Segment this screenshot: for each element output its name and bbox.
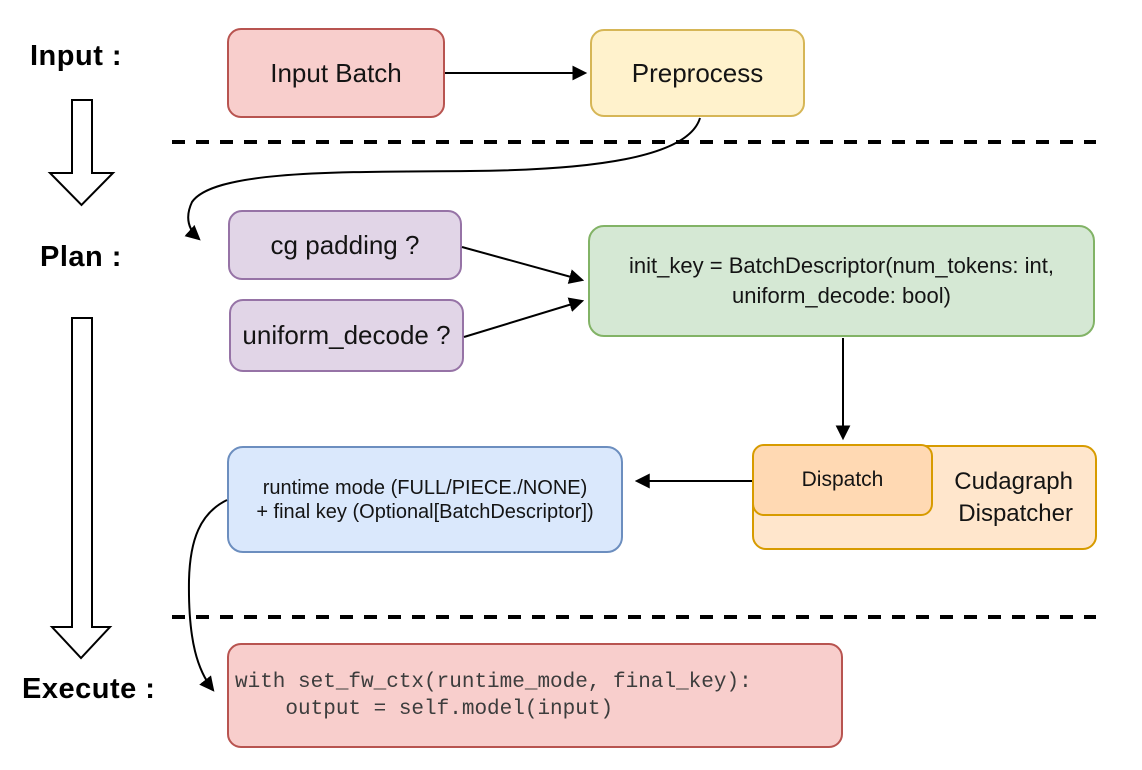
arrow-uniform-decode-to-init-key [463,297,585,338]
node-init-key-line2: uniform_decode: bool) [732,283,951,308]
node-cg-padding: cg padding ? [228,210,462,280]
node-uniform-decode-label: uniform_decode ? [242,320,451,350]
node-uniform-decode: uniform_decode ? [229,299,464,372]
node-input-batch-label: Input Batch [270,57,402,88]
node-runtime-line1: runtime mode (FULL/PIECE./NONE) [262,476,588,499]
hollow-arrow-plan-to-execute [49,317,113,660]
stage-label-plan: Plan : [40,241,122,273]
node-input-batch: Input Batch [227,28,445,118]
node-cudagraph-line2: Dispatcher [958,499,1073,527]
hollow-arrow-input-to-plan [47,99,116,207]
stage-label-execute: Execute : [22,673,156,705]
node-dispatch-label: Dispatch [801,468,884,491]
node-runtime-mode-result: runtime mode (FULL/PIECE./NONE) + final … [227,446,623,553]
node-runtime-line2: + final key (Optional[BatchDescriptor]) [256,500,594,523]
stage-label-input: Input : [30,40,123,72]
arrow-cg-padding-to-init-key [461,246,585,284]
node-init-key-line1: init_key = BatchDescriptor(num_tokens: i… [629,253,1054,278]
execute-code-line2: output = self.model(input) [235,697,614,721]
node-cudagraph-line1: Cudagraph [954,467,1073,495]
node-init-key: init_key = BatchDescriptor(num_tokens: i… [588,225,1095,337]
curve-runtime-mode-to-execute-code [187,499,228,692]
node-preprocess-label: Preprocess [631,57,764,88]
execute-code-line1: with set_fw_ctx(runtime_mode, final_key)… [235,670,752,694]
node-cg-padding-label: cg padding ? [270,229,420,260]
node-dispatch: Dispatch [752,444,933,516]
node-execute-code: with set_fw_ctx(runtime_mode, final_key)… [227,643,843,748]
node-preprocess: Preprocess [590,29,805,117]
